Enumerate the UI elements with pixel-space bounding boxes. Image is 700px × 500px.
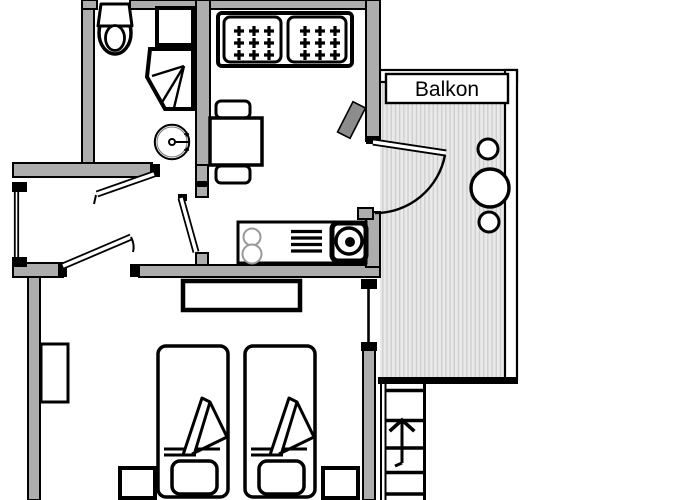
wall-bedroom-west	[27, 276, 41, 500]
balcony-railing-bottom	[378, 377, 518, 384]
shower	[144, 47, 195, 111]
wall-bathroom-west	[81, 0, 95, 166]
dining-chair-top	[214, 99, 252, 120]
nightstand-2	[321, 466, 360, 500]
jamb-kitchen-door-leaf	[178, 194, 187, 201]
stairs	[380, 384, 426, 500]
dining-chair-bottom	[214, 164, 252, 185]
balcony-chair-top	[476, 137, 500, 161]
nightstand-1	[118, 466, 157, 500]
stair-treads	[385, 388, 424, 496]
wall-top-living	[209, 0, 381, 10]
jamb-balcony-door	[366, 136, 380, 144]
sofa	[216, 11, 354, 68]
wall-bedroom-east-post	[362, 349, 376, 500]
balcony-railing-right	[503, 68, 519, 381]
washing-machine	[155, 6, 195, 47]
wall-east-upper	[365, 0, 381, 142]
kitchen-sink-basin-1	[242, 227, 262, 247]
wall-balcony-door-jamb	[357, 207, 374, 220]
dining-table	[208, 116, 264, 167]
bed-2	[243, 344, 317, 499]
washbasin	[153, 123, 191, 161]
window-cap-bedroom-top	[361, 279, 377, 289]
wall-bathroom-east	[195, 0, 211, 166]
jamb-south-wall-end	[130, 264, 138, 277]
balcony: Balkon	[378, 68, 519, 384]
doors	[61, 138, 447, 270]
balcony-label: Balkon	[415, 78, 479, 101]
wardrobe	[180, 278, 303, 313]
up-arrow-icon	[388, 417, 416, 468]
wall-bathroom-south	[12, 162, 153, 178]
kitchenette	[236, 220, 369, 266]
wall-south-long	[138, 264, 381, 278]
jamb-kitchen-door-top	[195, 181, 208, 187]
bathroom	[96, 2, 195, 161]
window-cap-hall-bottom	[12, 257, 27, 267]
walls	[12, 0, 381, 500]
balcony-label-box	[384, 72, 510, 105]
bed-2-pillow	[257, 459, 306, 496]
jamb-bedroom-door	[58, 263, 67, 277]
drainer	[291, 229, 322, 253]
bedroom	[39, 278, 360, 500]
tv	[336, 100, 367, 140]
living-room	[208, 11, 367, 185]
toilet-tank	[96, 2, 134, 28]
bedroom-door-leaf	[61, 233, 135, 270]
windows	[13, 192, 370, 343]
toilet-bowl-inner	[104, 24, 126, 52]
jamb-bathroom-door	[150, 164, 160, 177]
radiator	[39, 342, 70, 404]
balcony-door-arc	[374, 154, 447, 215]
balcony-chair-bottom	[477, 210, 501, 234]
balcony-door-leaf	[372, 138, 447, 215]
kitchen-sink-basin-2	[241, 243, 263, 265]
balcony-table	[469, 167, 511, 209]
bed-1-pillow	[170, 459, 219, 496]
bed-1	[156, 344, 230, 499]
sofa-buttons	[234, 26, 340, 60]
kitchen-door-leaf	[177, 197, 200, 253]
bathroom-door-leaf	[93, 170, 156, 205]
door-window-jambs	[12, 136, 380, 351]
window-cap-hall-top	[12, 182, 27, 192]
stove	[329, 220, 369, 266]
wall-top-1	[81, 0, 98, 10]
window-cap-bedroom-bottom	[361, 342, 377, 351]
